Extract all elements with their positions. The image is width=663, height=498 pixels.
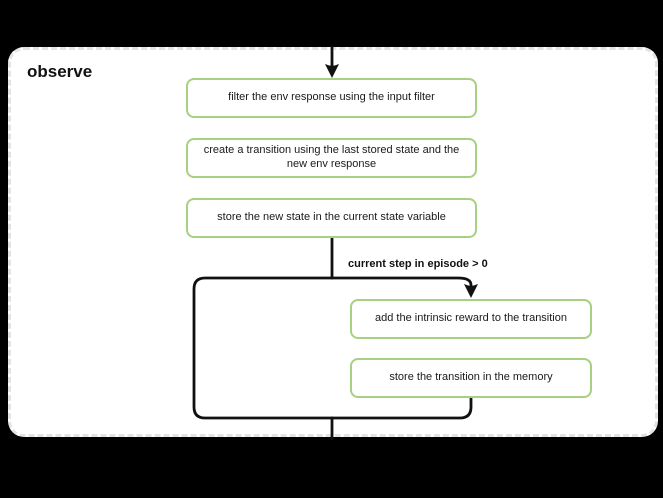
branch-condition-label: current step in episode > 0: [348, 258, 488, 270]
branch-arrowhead-down-icon: [464, 284, 478, 298]
node-label: create a transition using the last store…: [203, 144, 460, 170]
node-filter-env-response: filter the env response using the input …: [186, 78, 477, 118]
branch-true-stem: [330, 276, 473, 287]
node-store-transition: store the transition in the memory: [350, 358, 592, 398]
bypass-line: [192, 276, 334, 420]
node-label: filter the env response using the input …: [228, 91, 435, 104]
entry-arrowhead-down-icon: [325, 64, 339, 78]
node-label: store the transition in the memory: [389, 371, 553, 384]
node-label: add the intrinsic reward to the transiti…: [375, 312, 567, 325]
node-label: store the new state in the current state…: [217, 211, 446, 224]
node-store-new-state: store the new state in the current state…: [186, 198, 477, 238]
group-title: observe: [27, 62, 93, 81]
branch-exit-line: [330, 396, 473, 420]
node-add-intrinsic-reward: add the intrinsic reward to the transiti…: [350, 299, 592, 339]
node-create-transition: create a transition using the last store…: [186, 138, 477, 178]
